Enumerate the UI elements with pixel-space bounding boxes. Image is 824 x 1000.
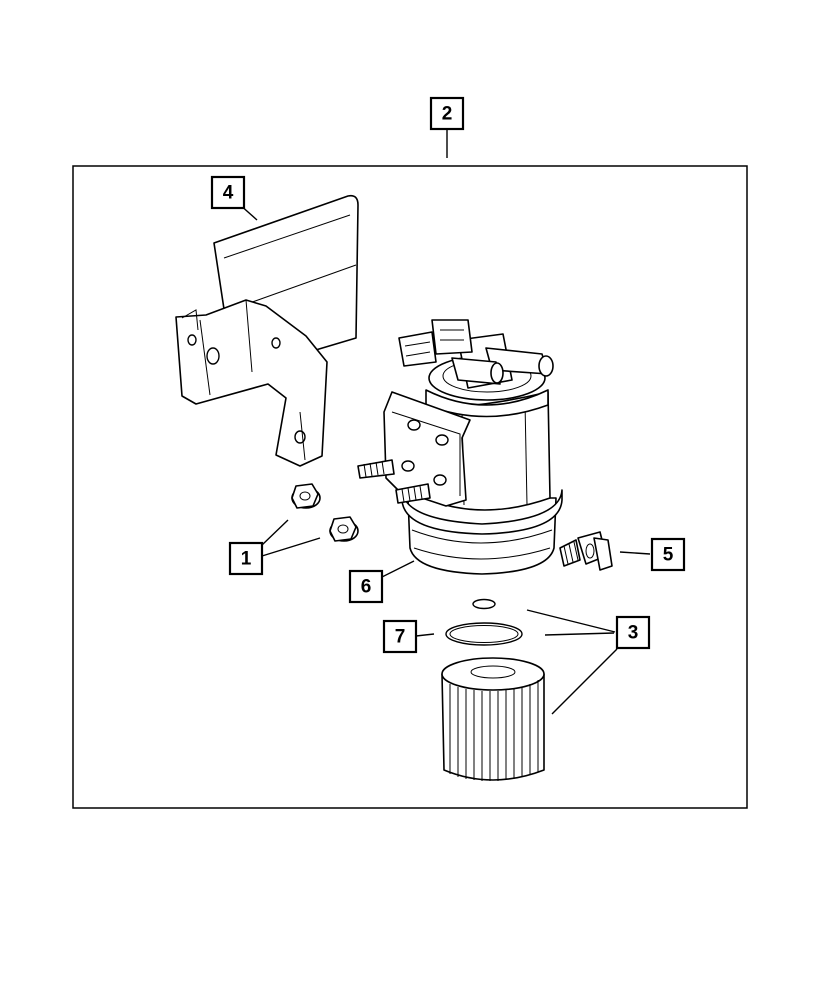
drain-valve <box>559 531 613 571</box>
callout-1-label: 1 <box>241 549 252 570</box>
bracket <box>175 194 359 467</box>
filter-housing <box>357 319 563 575</box>
callout-7: 7 <box>382 619 418 654</box>
callout-3: 3 <box>615 615 651 650</box>
assembly-frame <box>72 165 748 809</box>
callout-3-label: 3 <box>628 623 639 644</box>
callout-6: 6 <box>348 569 384 604</box>
callout-4: 4 <box>210 175 246 210</box>
callout-2: 2 <box>429 96 465 131</box>
callout-7-label: 7 <box>395 627 406 648</box>
callout-2-label: 2 <box>442 104 453 125</box>
callout-4-label: 4 <box>223 183 234 204</box>
callout-6-label: 6 <box>361 577 372 598</box>
flange-nuts <box>291 483 359 542</box>
leader-lines <box>238 129 651 715</box>
callout-5: 5 <box>650 537 686 572</box>
callout-5-label: 5 <box>663 545 674 566</box>
callout-1: 1 <box>228 541 264 576</box>
filter-element <box>441 657 545 781</box>
seal-rings <box>445 598 523 646</box>
